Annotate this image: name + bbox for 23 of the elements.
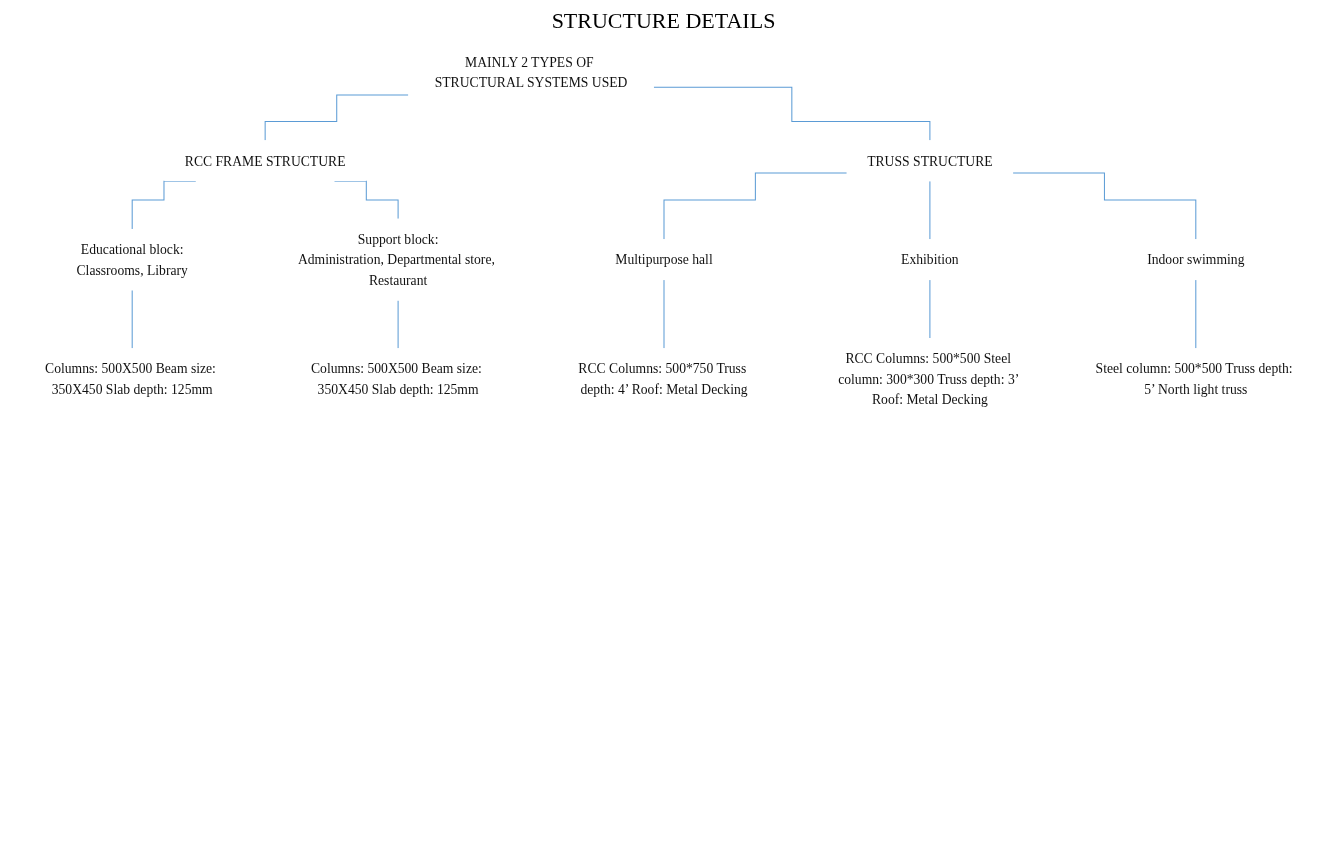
node-text: Steel column: 500*500 Truss depth: 5’ North light truss	[1095, 361, 1293, 397]
node-text: Columns: 500X500 Beam size: 350X450 Slab depth: 125mm	[44, 361, 216, 397]
connector	[663, 172, 847, 240]
node-text: TRUSS STRUCTURE	[866, 153, 993, 169]
node-text: Support block: Administration, Departmental store, Restaurant	[297, 231, 495, 288]
connector	[264, 94, 409, 141]
connector	[1194, 279, 1196, 349]
connector	[928, 279, 930, 339]
node-text: Multipurpose hall	[614, 252, 713, 268]
connector	[652, 86, 930, 141]
connector	[131, 289, 133, 349]
connector	[928, 180, 930, 240]
connector	[663, 279, 664, 349]
node-text: Indoor swimming	[1146, 252, 1244, 268]
diagram-title: STRUCTURE DETAILS	[551, 8, 776, 34]
node-text: RCC Columns: 500*500 Steel column: 300*300 Truss depth: 3’ Roof: Metal Decking	[837, 351, 1018, 407]
node-text: Educational block: Classrooms, Library	[76, 241, 188, 278]
connector	[397, 300, 399, 349]
node-text: RCC Columns: 500*750 Truss depth: 4’ Roof: Metal Decking	[577, 361, 748, 397]
connector	[1012, 172, 1196, 240]
node-text: Exhibition	[900, 252, 959, 268]
node-text: MAINLY 2 TYPES OF STRUCTURAL SYSTEMS USED	[434, 54, 627, 90]
node-text: Columns: 500X500 Beam size: 350X450 Slab depth: 125mm	[310, 361, 482, 397]
